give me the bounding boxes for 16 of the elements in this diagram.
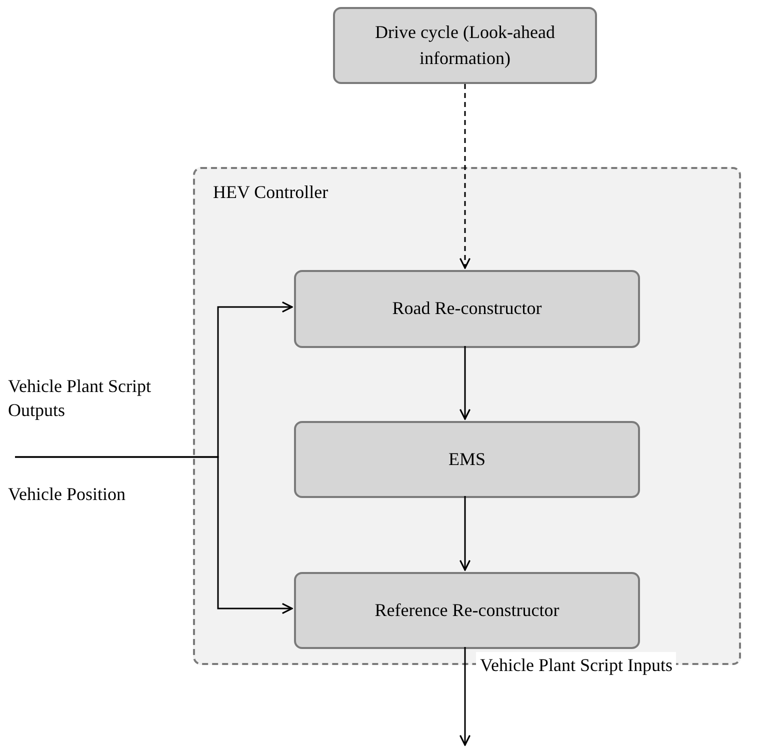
group-title: HEV Controller xyxy=(213,181,328,204)
arrow xyxy=(459,647,471,746)
box-text: Drive cycle (Look-ahead information) xyxy=(374,21,556,70)
process-box xyxy=(294,270,640,348)
box-text: Road Re-constructor xyxy=(392,297,542,320)
arrow xyxy=(459,346,471,420)
process-box xyxy=(294,572,640,649)
box-text: EMS xyxy=(448,448,486,471)
arrow xyxy=(15,456,293,614)
process-box xyxy=(333,7,597,84)
signal-label: Vehicle Plant Script Outputs xyxy=(8,375,152,422)
signal-label: Vehicle Position xyxy=(8,483,126,506)
arrow xyxy=(459,496,471,571)
arrow xyxy=(459,84,471,269)
process-box xyxy=(294,421,640,498)
box-text: Reference Re-constructor xyxy=(374,598,560,622)
